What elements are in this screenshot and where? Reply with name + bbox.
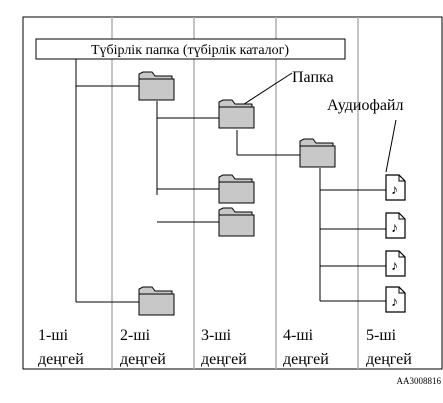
level-1-number: 1-ші — [38, 327, 69, 344]
audio-file-callout-label: Аудиофайл — [327, 97, 403, 114]
root-folder-box — [35, 38, 346, 60]
folder-icon — [138, 286, 175, 316]
level-2-word: деңгей — [120, 351, 166, 368]
folder-icon — [218, 207, 255, 237]
audio-file-icon: ♪ — [385, 250, 406, 277]
level-1-word: деңгей — [38, 351, 84, 368]
music-note-icon: ♪ — [391, 221, 398, 236]
folder-icon — [299, 138, 336, 168]
level-labels: 1-ші деңгей 2-ші деңгей 3-ші деңгей 4-ші… — [38, 327, 412, 368]
figure-code: AA3008816 — [397, 376, 442, 386]
folder-icon — [138, 71, 175, 101]
level-3-number: 3-ші — [201, 327, 232, 344]
folder-callout-label: Папка — [292, 69, 334, 86]
music-note-icon: ♪ — [391, 183, 398, 198]
music-note-icon: ♪ — [391, 295, 398, 310]
folder-icon — [218, 99, 255, 129]
level-5-word: деңгей — [366, 351, 412, 368]
folder-icon — [218, 174, 255, 204]
level-grid — [111, 17, 359, 369]
level-4-word: деңгей — [283, 351, 329, 368]
tree-connectors — [75, 59, 397, 303]
root-folder: Түбірлік папка (түбірлік каталог) — [35, 38, 346, 60]
audio-file-icon: ♪ — [385, 174, 406, 201]
music-note-icon: ♪ — [391, 259, 398, 274]
root-folder-label: Түбірлік папка (түбірлік каталог) — [91, 43, 289, 58]
level-4-number: 4-ші — [283, 327, 314, 344]
level-3-word: деңгей — [201, 351, 247, 368]
diagram-frame — [22, 16, 443, 370]
level-5-number: 5-ші — [366, 327, 397, 344]
audio-file-icon: ♪ — [385, 212, 406, 239]
level-2-number: 2-ші — [120, 327, 151, 344]
audio-file-icon: ♪ — [385, 286, 406, 313]
